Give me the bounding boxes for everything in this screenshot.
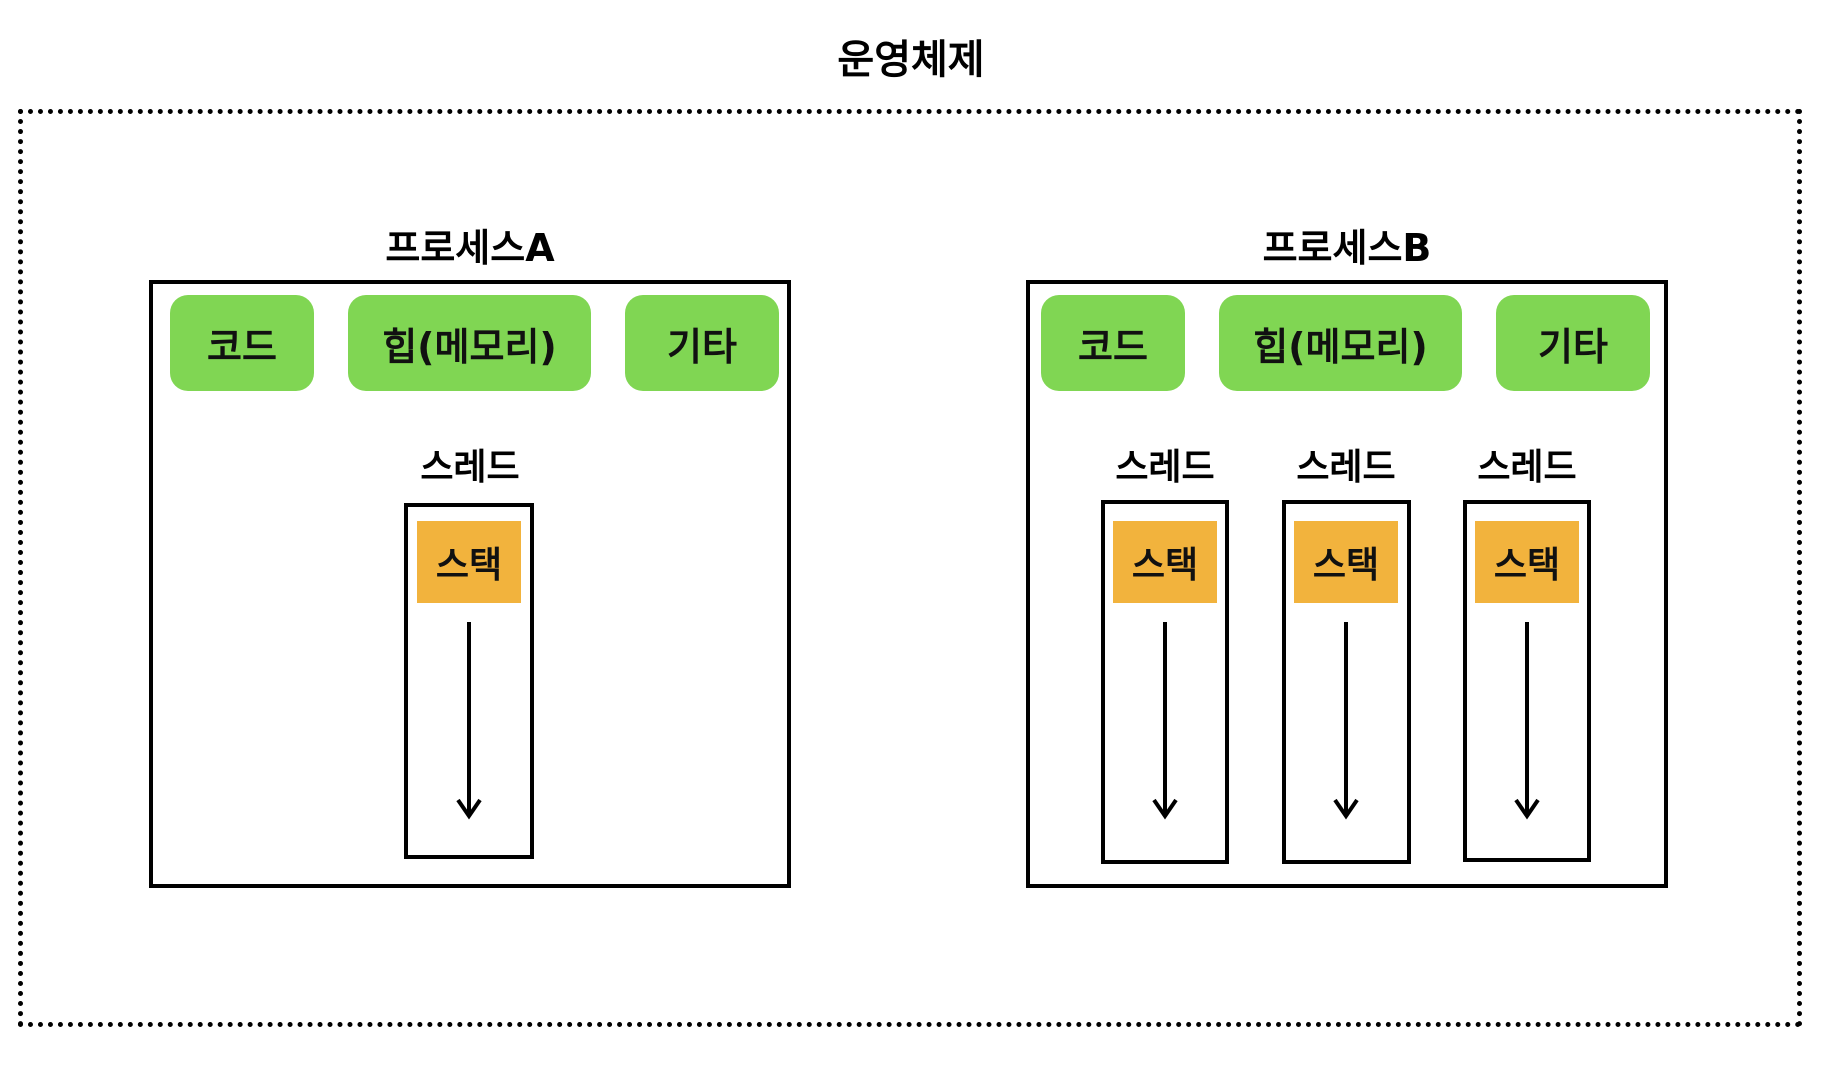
process-b-thread-3-label: 스레드 <box>1477 447 1577 488</box>
process-a-thread-label: 스레드 <box>420 447 520 488</box>
process-a-stack-arrow-icon <box>456 622 482 820</box>
os-boundary <box>18 109 1802 1027</box>
process-a-stack: 스택 <box>417 521 521 603</box>
process-a-heap-segment: 힙(메모리) <box>348 295 591 391</box>
process-b-heap-segment: 힙(메모리) <box>1219 295 1462 391</box>
process-b-thread-1-arrow-icon <box>1152 622 1178 820</box>
process-b-title: 프로세스B <box>1262 226 1432 270</box>
process-a-title: 프로세스A <box>385 226 555 270</box>
process-b-thread-2-label: 스레드 <box>1296 447 1396 488</box>
process-b-thread-2-stack: 스택 <box>1294 521 1398 603</box>
process-b-code-segment: 코드 <box>1041 295 1185 391</box>
process-b-thread-2-arrow-icon <box>1333 622 1359 820</box>
process-b-thread-1-label: 스레드 <box>1115 447 1215 488</box>
process-b-thread-3-arrow-icon <box>1514 622 1540 820</box>
process-a-code-segment: 코드 <box>170 295 314 391</box>
process-a-etc-segment: 기타 <box>625 295 779 391</box>
process-b-thread-1-stack: 스택 <box>1113 521 1217 603</box>
process-b-etc-segment: 기타 <box>1496 295 1650 391</box>
process-b-thread-3-stack: 스택 <box>1475 521 1579 603</box>
os-title: 운영체제 <box>837 37 985 83</box>
